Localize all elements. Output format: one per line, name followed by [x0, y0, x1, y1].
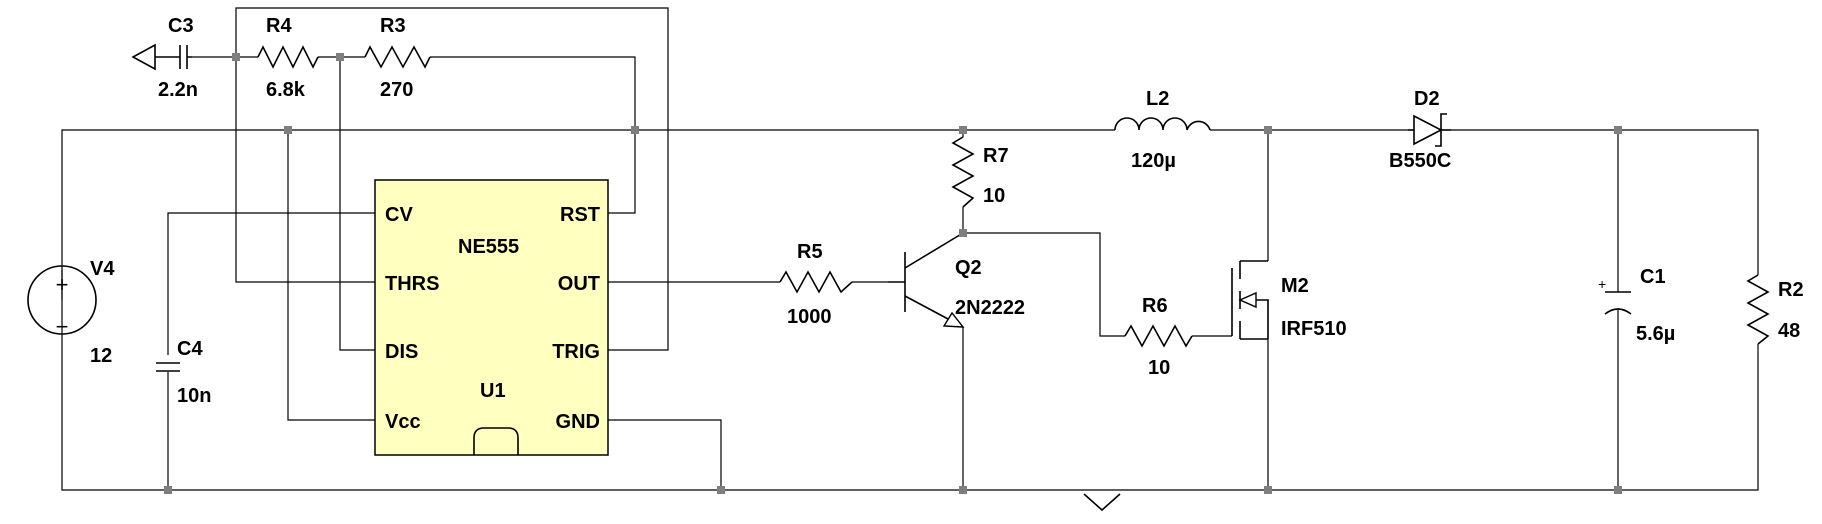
wire-dis — [339, 57, 375, 351]
ground-icon — [1083, 493, 1121, 512]
l2-value: 120µ — [1131, 150, 1176, 172]
d2-value: B550C — [1389, 150, 1451, 172]
r7-ref: R7 — [983, 145, 1009, 167]
ic-notch — [473, 427, 519, 455]
junction-dot — [959, 229, 967, 237]
resistor-r3: R3 270 — [364, 15, 431, 101]
ic-u1-ne555: NE555 U1 CV THRS DIS Vcc RST OUT TRIG GN… — [374, 179, 609, 456]
m2-ref: M2 — [1281, 275, 1309, 297]
junction-dot — [284, 126, 292, 134]
ground-icon — [131, 43, 175, 71]
v4-value: 12 — [90, 345, 112, 367]
voltage-source-v4: + − V4 12 — [27, 258, 115, 367]
r5-value: 1000 — [787, 306, 832, 328]
junction-dot — [336, 53, 344, 61]
c4-ref: C4 — [177, 338, 203, 360]
wire-ground-rail — [61, 300, 1759, 491]
r6-value: 10 — [1148, 357, 1170, 379]
junctions — [164, 53, 1622, 494]
junction-dot — [959, 126, 967, 134]
inductor-l2: L2 120µ — [1114, 88, 1211, 172]
junction-dot — [1614, 126, 1622, 134]
r2-ref: R2 — [1778, 279, 1804, 301]
junction-dot — [959, 486, 967, 494]
c1-ref: C1 — [1640, 266, 1666, 288]
v4-plus-sign: + — [56, 272, 69, 297]
wire-collector-r6 — [963, 232, 1125, 337]
junction-dot — [1264, 126, 1272, 134]
u1-part: NE555 — [458, 236, 519, 258]
c1-plus-sign: + — [1598, 276, 1606, 292]
resistor-r6: R6 10 — [1124, 295, 1193, 379]
wire-cv — [167, 212, 375, 355]
wire-vin-top — [61, 129, 963, 300]
l2-ref: L2 — [1146, 88, 1169, 110]
mosfet-arrow — [1238, 291, 1257, 309]
pin-out: OUT — [558, 273, 600, 295]
c3-ref: C3 — [168, 15, 194, 37]
capacitor-c1: + C1 5.6µ — [1598, 266, 1675, 345]
r3-ref: R3 — [380, 15, 406, 37]
wires — [61, 7, 1759, 491]
emitter-arrow — [942, 311, 965, 328]
transistor-q2: Q2 2N2222 — [888, 232, 1025, 328]
r4-value: 6.8k — [266, 79, 306, 101]
junction-dot — [232, 53, 240, 61]
c3-value: 2.2n — [158, 79, 198, 101]
wire-gnd — [608, 419, 722, 490]
mosfet-m2: M2 IRF510 — [1231, 260, 1347, 340]
r7-value: 10 — [983, 185, 1005, 207]
junction-dot — [631, 126, 639, 134]
wire-trig — [235, 7, 669, 351]
pin-trig: TRIG — [552, 341, 600, 363]
pin-rst: RST — [560, 204, 600, 226]
resistor-r5: R5 1000 — [779, 241, 853, 328]
pin-dis: DIS — [385, 341, 418, 363]
q2-value: 2N2222 — [955, 297, 1025, 319]
pin-gnd: GND — [556, 411, 600, 433]
u1-ref: U1 — [480, 380, 506, 402]
wire-output-rail — [1451, 129, 1759, 275]
r6-ref: R6 — [1142, 295, 1168, 317]
wire-thrs — [235, 57, 375, 283]
v4-minus-sign: − — [56, 314, 69, 339]
r2-value: 48 — [1778, 320, 1800, 342]
r5-ref: R5 — [797, 241, 823, 263]
capacitor-c3: C3 2.2n — [158, 15, 198, 101]
resistor-r7: R7 10 — [951, 136, 1009, 208]
capacitor-c4: C4 10n — [156, 338, 211, 407]
r3-value: 270 — [380, 79, 413, 101]
diode-d2: D2 B550C — [1389, 88, 1451, 172]
r4-ref: R4 — [266, 15, 292, 37]
c4-value: 10n — [177, 385, 211, 407]
voltage-source-icon — [27, 265, 97, 335]
resistor-r2: R2 48 — [1746, 274, 1804, 345]
junction-dot — [717, 486, 725, 494]
pin-cv: CV — [385, 204, 413, 226]
q2-ref: Q2 — [955, 257, 982, 279]
junction-dot — [164, 486, 172, 494]
pin-thrs: THRS — [385, 273, 439, 295]
v4-ref: V4 — [90, 258, 115, 280]
resistor-r4: R4 6.8k — [257, 15, 319, 101]
pin-vcc: Vcc — [385, 411, 421, 433]
junction-dot — [1264, 486, 1272, 494]
wire-vcc — [287, 130, 375, 421]
c1-value: 5.6µ — [1636, 323, 1675, 345]
junction-dot — [1614, 486, 1622, 494]
ic-body — [374, 179, 609, 456]
wire-r3-rst — [430, 56, 636, 214]
d2-ref: D2 — [1414, 88, 1440, 110]
m2-value: IRF510 — [1281, 318, 1347, 340]
